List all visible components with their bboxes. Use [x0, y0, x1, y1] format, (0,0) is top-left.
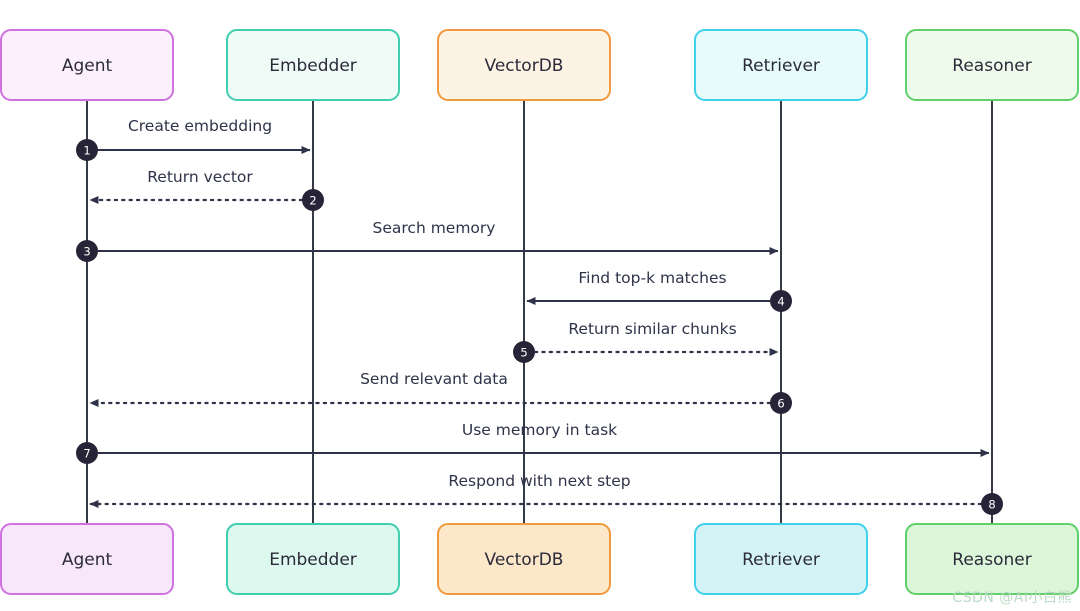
- marker-number: 8: [988, 498, 995, 512]
- message-4: Find top-k matches: [526, 269, 770, 305]
- message-label-5: Return similar chunks: [568, 320, 736, 338]
- participant-box-reasoner-top[interactable]: Reasoner: [905, 29, 1079, 101]
- participant-label: Retriever: [742, 56, 820, 76]
- participant-rect: [905, 523, 1079, 595]
- marker-circle: [76, 442, 98, 464]
- participant-rect: [694, 29, 868, 101]
- marker-circle: [513, 341, 535, 363]
- participant-rect: [226, 523, 400, 595]
- marker-number: 4: [777, 295, 784, 309]
- participant-box-reasoner-bottom[interactable]: Reasoner: [905, 523, 1079, 595]
- sequence-marker-7: 7: [76, 442, 98, 464]
- marker-number: 5: [520, 346, 527, 360]
- sequence-marker-8: 8: [981, 493, 1003, 515]
- participant-boxes-top: Agent Embedder VectorDB Retriever Reasoner: [0, 29, 1079, 101]
- sequence-marker-3: 3: [76, 240, 98, 262]
- marker-number: 7: [83, 447, 90, 461]
- participant-box-retriever-bottom[interactable]: Retriever: [694, 523, 868, 595]
- participant-label: VectorDB: [485, 56, 564, 76]
- participant-boxes-bottom: Agent Embedder VectorDB Retriever Reasoner: [0, 523, 1079, 595]
- message-label-3: Search memory: [373, 219, 496, 237]
- participant-box-retriever-top[interactable]: Retriever: [694, 29, 868, 101]
- marker-number: 6: [777, 397, 784, 411]
- participant-label: VectorDB: [485, 550, 564, 570]
- marker-circle: [76, 240, 98, 262]
- participant-label: Agent: [62, 56, 113, 76]
- message-3: Search memory: [98, 219, 779, 255]
- marker-circle: [770, 290, 792, 312]
- message-5: Return similar chunks: [533, 320, 780, 356]
- participant-label: Embedder: [269, 56, 357, 76]
- message-label-1: Create embedding: [128, 117, 272, 135]
- marker-circle: [76, 139, 98, 161]
- participant-rect: [694, 523, 868, 595]
- participant-rect: [905, 29, 1079, 101]
- message-2: Return vector: [88, 168, 304, 204]
- participant-box-embedder-bottom[interactable]: Embedder: [226, 523, 400, 595]
- marker-circle: [770, 392, 792, 414]
- participant-rect: [437, 523, 611, 595]
- marker-circle: [302, 189, 324, 211]
- sequence-number-markers: 1 2 3 4 5 6 7 8: [76, 139, 1003, 515]
- participant-rect: [0, 29, 174, 101]
- message-label-4: Find top-k matches: [578, 269, 726, 287]
- sequence-marker-6: 6: [770, 392, 792, 414]
- sequence-marker-2: 2: [302, 189, 324, 211]
- message-label-6: Send relevant data: [360, 370, 508, 388]
- message-7: Use memory in task: [98, 421, 990, 457]
- participant-label: Reasoner: [952, 56, 1031, 76]
- participant-box-vectordb-bottom[interactable]: VectorDB: [437, 523, 611, 595]
- participant-label: Embedder: [269, 550, 357, 570]
- message-8: Respond with next step: [88, 472, 983, 508]
- marker-circle: [981, 493, 1003, 515]
- sequence-marker-1: 1: [76, 139, 98, 161]
- participant-rect: [437, 29, 611, 101]
- message-label-7: Use memory in task: [462, 421, 617, 439]
- participant-rect: [226, 29, 400, 101]
- participant-label: Reasoner: [952, 550, 1031, 570]
- participant-box-vectordb-top[interactable]: VectorDB: [437, 29, 611, 101]
- participant-label: Agent: [62, 550, 113, 570]
- message-6: Send relevant data: [88, 370, 772, 407]
- sequence-marker-5: 5: [513, 341, 535, 363]
- message-1: Create embedding: [98, 117, 311, 154]
- participant-box-agent-top[interactable]: Agent: [0, 29, 174, 101]
- marker-number: 2: [309, 194, 316, 208]
- marker-number: 1: [83, 144, 90, 158]
- participant-rect: [0, 523, 174, 595]
- participant-label: Retriever: [742, 550, 820, 570]
- sequence-marker-4: 4: [770, 290, 792, 312]
- lifelines-layer: [86, 100, 993, 524]
- participant-box-embedder-top[interactable]: Embedder: [226, 29, 400, 101]
- message-label-8: Respond with next step: [448, 472, 630, 490]
- marker-number: 3: [83, 245, 90, 259]
- message-label-2: Return vector: [147, 168, 253, 186]
- participant-box-agent-bottom[interactable]: Agent: [0, 523, 174, 595]
